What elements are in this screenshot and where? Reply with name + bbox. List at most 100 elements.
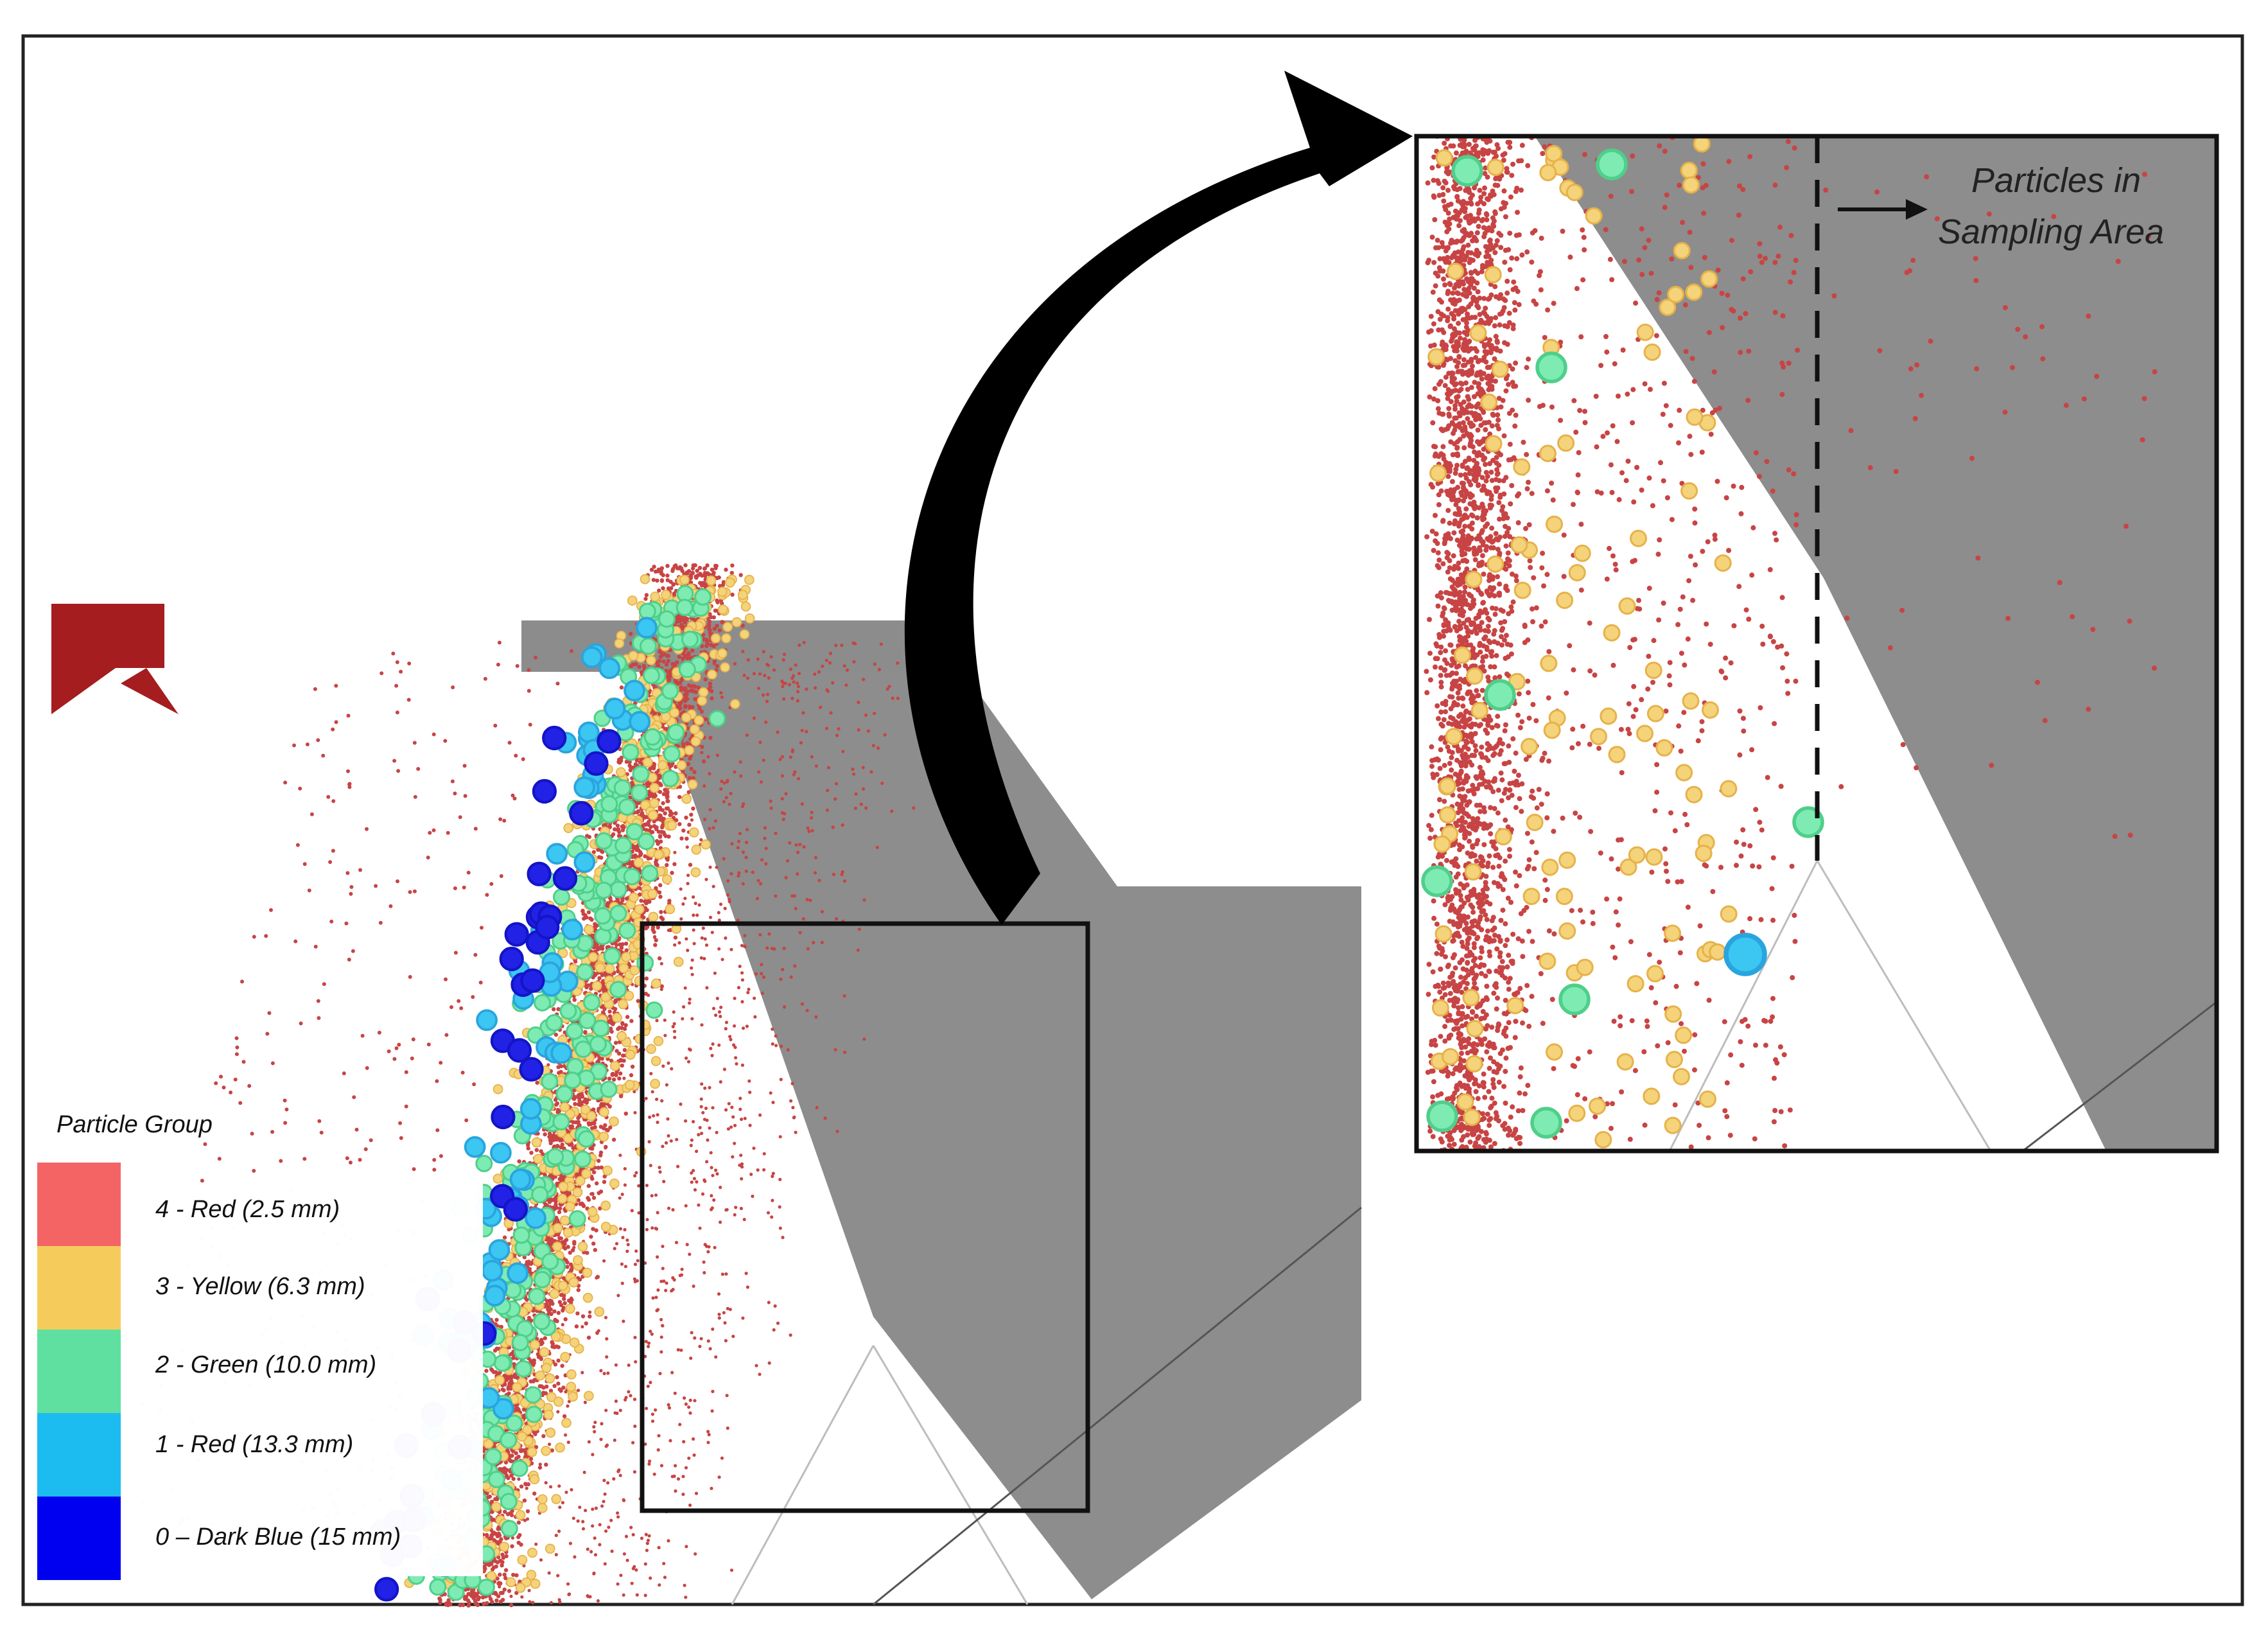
particle-red — [600, 1057, 604, 1061]
particle-red — [528, 1379, 533, 1384]
particle-red — [705, 563, 710, 568]
particle-red — [556, 1065, 561, 1069]
particle-red — [509, 1603, 514, 1608]
particle-red — [711, 615, 717, 620]
particle-red — [503, 1460, 509, 1464]
particle-red — [644, 593, 649, 597]
particle-red — [539, 1384, 544, 1389]
particle-red — [554, 1202, 558, 1207]
particle-red — [591, 1107, 596, 1112]
particle-red — [715, 624, 719, 628]
particle-red — [586, 1196, 590, 1200]
particle-red — [730, 592, 735, 597]
particle-red — [661, 659, 666, 664]
particle-red — [552, 1007, 556, 1012]
particle-red — [585, 834, 589, 838]
particle-red — [576, 1198, 581, 1202]
particle-red — [498, 1572, 502, 1577]
particle-red — [638, 760, 642, 765]
particle-red — [557, 1210, 562, 1215]
particle-red — [629, 1019, 634, 1023]
particle-red — [663, 834, 668, 838]
particle-red — [499, 1324, 503, 1329]
particle-red — [678, 706, 683, 710]
particle-red — [729, 570, 735, 575]
particle-red — [580, 908, 585, 913]
particle-red — [499, 1537, 503, 1542]
particle-red — [639, 899, 643, 903]
particle-red — [572, 1242, 577, 1246]
particle-red — [606, 901, 610, 906]
particle-red — [664, 806, 669, 811]
particle-red — [651, 766, 656, 771]
particle-red — [597, 855, 602, 859]
particle-red — [628, 768, 632, 773]
particle-red — [656, 829, 661, 834]
particle-red — [607, 1076, 612, 1081]
particle-red — [618, 1071, 623, 1076]
particle-red — [556, 1358, 561, 1363]
particle-red — [494, 1317, 499, 1322]
particle-red — [550, 1344, 555, 1349]
particle-red — [687, 704, 692, 709]
particle-red — [553, 1362, 558, 1367]
particle-red — [651, 577, 656, 583]
particle-red — [502, 1235, 507, 1240]
particle-red — [591, 850, 596, 854]
particle-red — [593, 1247, 597, 1252]
particle-red — [618, 942, 622, 947]
particle-red — [510, 1544, 514, 1549]
particle-red — [519, 1484, 524, 1489]
particle-red — [580, 1094, 585, 1099]
particle-red — [624, 1111, 628, 1116]
particle-red — [571, 1096, 577, 1102]
particle-red — [620, 898, 625, 903]
particle-red — [664, 662, 669, 667]
particle-red — [559, 1137, 563, 1141]
particle-red — [490, 1567, 495, 1572]
particle-red — [621, 1053, 625, 1058]
particle-red — [586, 910, 591, 915]
particle-red — [715, 663, 720, 669]
particle-red — [634, 758, 639, 763]
particle-red — [541, 1434, 546, 1439]
particle-red — [535, 1080, 539, 1085]
particle-red — [482, 1601, 486, 1606]
particle-red — [507, 1588, 512, 1594]
particle-red — [641, 663, 647, 669]
particle-red — [641, 823, 646, 827]
particle-red — [600, 945, 604, 950]
particle-red — [563, 1301, 567, 1306]
particle-red — [656, 841, 660, 846]
particle-red — [691, 806, 695, 811]
particle-red — [498, 1599, 503, 1604]
particle-red — [650, 925, 656, 930]
particle-red — [490, 1599, 494, 1604]
particle-red — [679, 836, 684, 841]
particle-red — [514, 1573, 519, 1577]
particle-red — [638, 853, 643, 857]
particle-red — [670, 662, 675, 666]
particle-red — [559, 1292, 564, 1297]
particle-red — [572, 997, 577, 1002]
particle-red — [532, 1491, 537, 1496]
particle-red — [686, 790, 691, 795]
particle-red — [500, 1552, 505, 1557]
particle-red — [555, 1101, 560, 1106]
particle-red — [611, 1077, 616, 1082]
particle-red — [697, 566, 702, 570]
particle-red — [708, 681, 713, 686]
particle-red — [666, 658, 670, 663]
particle-red — [613, 1041, 618, 1045]
particle-red — [658, 839, 663, 844]
particle-red — [608, 1125, 613, 1130]
particle-red — [717, 575, 721, 580]
particle-red — [693, 563, 697, 568]
particle-red — [557, 1206, 563, 1211]
particle-red — [658, 805, 663, 810]
particle-red — [618, 1058, 623, 1062]
particle-red — [619, 945, 624, 950]
particle-red — [545, 1384, 549, 1389]
particle-red — [674, 818, 679, 823]
particle-red — [548, 1389, 554, 1393]
